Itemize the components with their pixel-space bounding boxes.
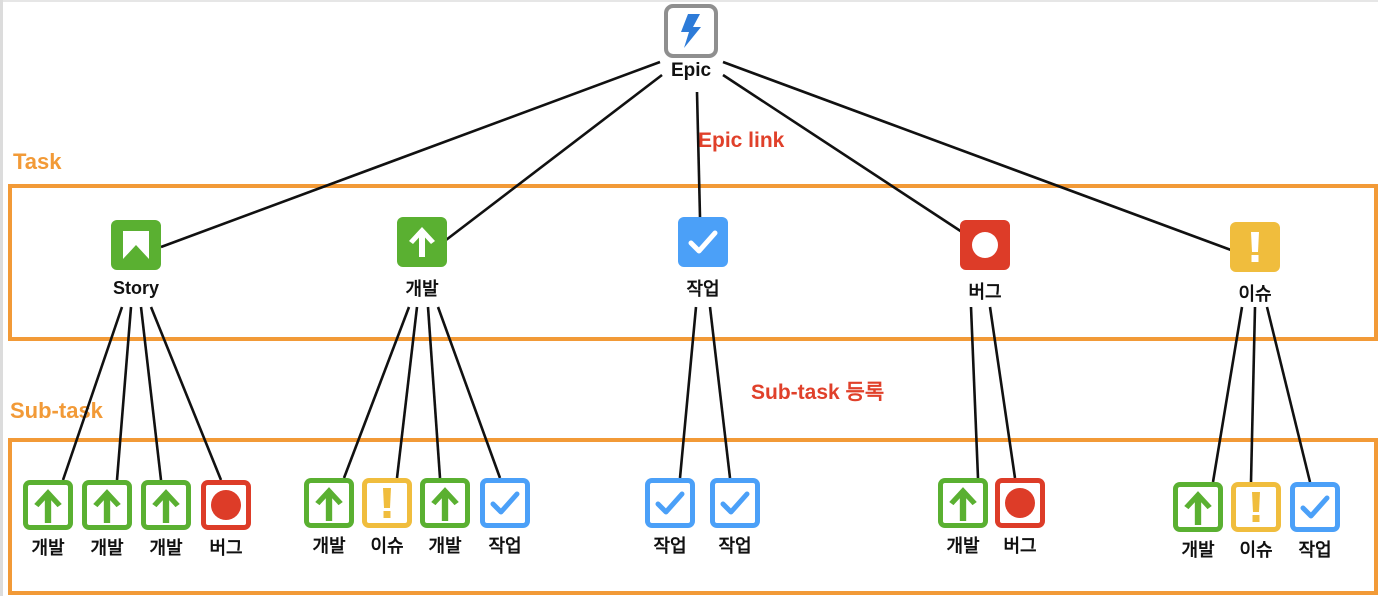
subtask-label: 개발: [31, 538, 65, 558]
subtask-label: 작업: [653, 536, 687, 556]
arrow-up-icon: [82, 480, 132, 530]
checkmark-icon: [678, 217, 728, 267]
epic-link-line: [160, 60, 661, 249]
task-label: 버그: [968, 282, 1002, 302]
subtask-link-line: [436, 306, 502, 479]
exclamation-icon: [362, 478, 412, 528]
subtask-label: 개발: [312, 536, 346, 556]
epic-link-annotation: Epic link: [698, 129, 785, 152]
epic-link-line: [722, 73, 963, 234]
task-label: 작업: [686, 279, 720, 299]
subtask-label: 개발: [90, 538, 124, 558]
exclamation-icon: [1231, 482, 1281, 532]
task-group-title: Task: [13, 149, 62, 174]
checkmark-icon: [480, 478, 530, 528]
subtask-node-issue[interactable]: 이슈: [357, 478, 417, 558]
subtask-label: 개발: [1181, 540, 1215, 560]
subtask-label: 이슈: [1239, 540, 1273, 560]
arrow-up-icon: [420, 478, 470, 528]
window-left-edge: [0, 0, 3, 596]
subtask-node-task[interactable]: 작업: [640, 478, 700, 558]
subtask-node-dev[interactable]: 개발: [136, 480, 196, 560]
subtask-link-line: [139, 306, 163, 481]
subtask-label: 개발: [946, 536, 980, 556]
subtask-link-line: [426, 306, 442, 479]
subtask-node-dev[interactable]: 개발: [77, 480, 137, 560]
task-node-dev[interactable]: 개발: [372, 217, 472, 301]
subtask-node-task[interactable]: 작업: [475, 478, 535, 558]
subtask-label: 이슈: [370, 536, 404, 556]
subtask-link-line: [988, 306, 1017, 479]
circle-icon: [960, 220, 1010, 270]
subtask-label: 버그: [1003, 536, 1037, 556]
subtask-link-line: [1211, 306, 1244, 483]
subtask-node-dev[interactable]: 개발: [18, 480, 78, 560]
subtask-link-line: [708, 306, 732, 479]
task-node-task[interactable]: 작업: [653, 217, 753, 301]
window-top-edge: [0, 0, 1378, 2]
exclamation-icon: [1230, 222, 1280, 272]
subtask-label: 버그: [209, 538, 243, 558]
arrow-up-icon: [397, 217, 447, 267]
task-node-bug[interactable]: 버그: [935, 220, 1035, 304]
subtask-node-dev[interactable]: 개발: [299, 478, 359, 558]
subtask-register-annotation: Sub-task 등록: [751, 381, 885, 404]
epic-link-line: [445, 73, 663, 242]
subtask-link-line: [678, 306, 698, 479]
subtask-node-bug[interactable]: 버그: [990, 478, 1050, 558]
subtask-label: 개발: [149, 538, 183, 558]
epic-link-line: [722, 60, 1232, 252]
epic-node[interactable]: Epic: [664, 4, 718, 82]
task-label: 개발: [405, 279, 439, 299]
subtask-link-line: [1265, 306, 1312, 483]
subtask-node-dev[interactable]: 개발: [1168, 482, 1228, 562]
subtask-link-line: [969, 306, 980, 479]
circle-icon: [995, 478, 1045, 528]
subtask-node-dev[interactable]: 개발: [933, 478, 993, 558]
subtask-label: 개발: [428, 536, 462, 556]
checkmark-icon: [710, 478, 760, 528]
arrow-up-icon: [23, 480, 73, 530]
epic-label: Epic: [670, 60, 712, 81]
subtask-node-bug[interactable]: 버그: [196, 480, 256, 560]
task-label: 이슈: [1238, 284, 1272, 304]
subtask-link-line: [61, 306, 124, 481]
epic-link-line: [695, 91, 702, 218]
subtask-link-line: [395, 306, 419, 479]
subtask-label: 작업: [718, 536, 752, 556]
checkmark-icon: [645, 478, 695, 528]
checkmark-icon: [1290, 482, 1340, 532]
subtask-node-issue[interactable]: 이슈: [1226, 482, 1286, 562]
subtask-label: 작업: [1298, 540, 1332, 560]
circle-icon: [201, 480, 251, 530]
task-node-story[interactable]: Story: [86, 220, 186, 299]
arrow-up-icon: [938, 478, 988, 528]
subtask-link-line: [342, 306, 411, 479]
arrow-up-icon: [304, 478, 354, 528]
subtask-node-task[interactable]: 작업: [1285, 482, 1345, 562]
task-node-issue[interactable]: 이슈: [1205, 222, 1305, 306]
arrow-up-icon: [1173, 482, 1223, 532]
subtask-node-dev[interactable]: 개발: [415, 478, 475, 558]
subtask-node-task[interactable]: 작업: [705, 478, 765, 558]
bookmark-icon: [111, 220, 161, 270]
subtask-label: 작업: [488, 536, 522, 556]
subtask-link-line: [1249, 306, 1257, 483]
subtask-link-line: [149, 306, 223, 481]
lightning-bolt-icon: [664, 4, 718, 58]
subtask-link-line: [115, 306, 133, 481]
arrow-up-icon: [141, 480, 191, 530]
subtask-group-box: [8, 438, 1378, 595]
task-label: Story: [112, 278, 159, 298]
